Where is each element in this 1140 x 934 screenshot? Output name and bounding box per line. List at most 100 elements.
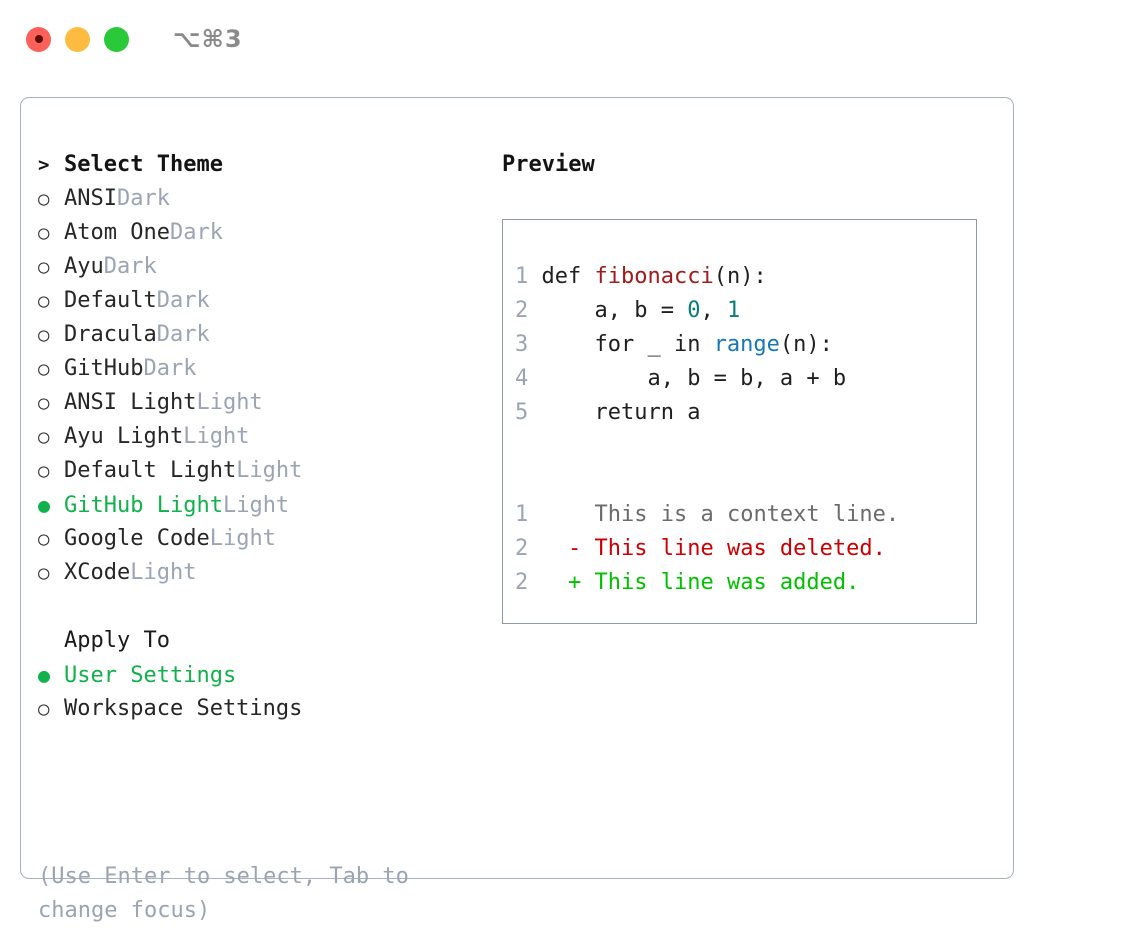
code-line-text: a, b = 0, 1 [541, 298, 741, 323]
diff-line-text: This line was added. [594, 570, 860, 595]
theme-option-label: Ayu [64, 254, 104, 279]
theme-option-default-dark[interactable]: ○ DefaultDark [38, 284, 468, 318]
code-line: 1 def fibonacci(n): [515, 260, 976, 294]
spacer [515, 430, 976, 464]
function-name-token: fibonacci [594, 264, 714, 289]
code-line: 2 a, b = 0, 1 [515, 294, 976, 328]
theme-option-google-code-light[interactable]: ○ Google CodeLight [38, 522, 468, 556]
diff-sign: + [568, 570, 582, 595]
diff-line-text: This is a context line. [594, 502, 900, 527]
radio-unselected-icon: ○ [38, 222, 50, 244]
radio-unselected-icon: ○ [38, 528, 50, 550]
radio-unselected-icon: ○ [38, 562, 50, 584]
theme-option-tag: Dark [156, 288, 210, 313]
preview-column: Preview 1 def fibonacci(n): 2 a, b = 0, … [502, 148, 977, 624]
theme-option-tag: Light [130, 560, 197, 585]
diff-line-number: 1 [515, 502, 529, 527]
radio-unselected-icon: ○ [38, 358, 50, 380]
code-line-number: 3 [515, 332, 529, 357]
code-line-number: 1 [515, 264, 529, 289]
theme-option-github-dark[interactable]: ○ GitHubDark [38, 352, 468, 386]
preview-title: Preview [502, 152, 595, 177]
theme-option-tag: Dark [143, 356, 197, 381]
apply-to-option-label: Workspace Settings [64, 696, 303, 721]
spacer-marker: ○ [38, 624, 64, 658]
code-line-text: def fibonacci(n): [541, 264, 767, 289]
keyboard-hint-line-1: (Use Enter to select, Tab to [38, 864, 409, 889]
theme-option-tag: Light [222, 493, 290, 518]
code-line: 5 return a [515, 396, 976, 430]
radio-unselected-icon: ○ [38, 698, 50, 720]
diff-line-number: 2 [515, 570, 529, 595]
radio-unselected-icon: ○ [38, 188, 50, 210]
theme-option-label: Google Code [64, 526, 210, 551]
preview-box: 1 def fibonacci(n): 2 a, b = 0, 1 3 for … [502, 219, 977, 624]
keyboard-hint-line-2: change focus) [38, 898, 211, 923]
code-line-number: 2 [515, 298, 529, 323]
code-line: 4 a, b = b, a + b [515, 362, 976, 396]
diff-sign: - [568, 536, 582, 561]
number-token: 0 [687, 298, 701, 323]
radio-unselected-icon: ○ [38, 290, 50, 312]
theme-selector-column: >Select Theme ○ANSIDark ○Atom OneDark ○A… [38, 148, 468, 726]
theme-option-atom-one-dark[interactable]: ○Atom OneDark [38, 216, 468, 250]
apply-to-option-workspace-settings[interactable]: ○ Workspace Settings [38, 692, 468, 726]
theme-option-ansi-light[interactable]: ○ANSI LightLight [38, 386, 468, 420]
diff-line-deleted: 2 - This line was deleted. [515, 532, 976, 566]
code-line-text: for _ in range(n): [541, 332, 833, 357]
theme-option-label: Default [64, 288, 157, 313]
radio-unselected-icon: ○ [38, 256, 50, 278]
theme-option-ayu-dark[interactable]: ○ AyuDark [38, 250, 468, 284]
theme-option-tag: Dark [156, 322, 210, 347]
traffic-light-group [26, 26, 129, 52]
theme-option-tag: Light [196, 390, 263, 415]
close-window-button[interactable] [26, 26, 51, 52]
window-title: ⌥⌘3 [173, 25, 243, 53]
theme-option-label: XCode [64, 560, 131, 585]
theme-option-tag: Dark [103, 254, 157, 279]
radio-selected-icon: ● [38, 663, 51, 687]
diff-line-text: This line was deleted. [594, 536, 886, 561]
title-bar: ⌥⌘3 [0, 0, 1140, 78]
diff-sign [568, 502, 581, 527]
theme-option-label: GitHub Light [64, 493, 223, 518]
diff-line-context: 1 This is a context line. [515, 498, 976, 532]
spacer [515, 464, 976, 498]
apply-to-option-label: User Settings [64, 663, 237, 688]
theme-option-dracula-dark[interactable]: ○ DraculaDark [38, 318, 468, 352]
diff-line-number: 2 [515, 536, 529, 561]
code-line-text: return a [541, 400, 701, 425]
code-line-number: 4 [515, 366, 529, 391]
keyboard-hint: (Use Enter to select, Tab to change focu… [38, 860, 458, 928]
diff-line-added: 2 + This line was added. [515, 566, 976, 600]
apply-to-header: ○Apply To [38, 624, 468, 658]
radio-unselected-icon: ○ [38, 324, 50, 346]
builtin-call-token: range [713, 332, 780, 357]
apply-to-header-label: Apply To [64, 628, 170, 653]
maximize-window-button[interactable] [104, 26, 129, 52]
theme-option-label: ANSI [64, 186, 117, 211]
select-theme-header-label: Select Theme [64, 152, 223, 177]
theme-option-label: Default Light [64, 458, 237, 483]
theme-option-label: GitHub [64, 356, 144, 381]
theme-option-default-light[interactable]: ○Default LightLight [38, 454, 468, 488]
theme-option-tag: Light [209, 526, 276, 551]
number-token: 1 [726, 298, 741, 323]
theme-option-tag: Light [183, 424, 250, 449]
apply-to-option-user-settings[interactable]: ● User Settings [38, 658, 468, 692]
theme-option-ansi-dark[interactable]: ○ ANSIDark [38, 182, 468, 216]
theme-option-xcode-light[interactable]: ○ XCodeLight [38, 556, 468, 590]
code-line: 3 for _ in range(n): [515, 328, 976, 362]
spacer [38, 590, 468, 624]
theme-option-github-light[interactable]: ● GitHub LightLight [38, 488, 468, 522]
minimize-window-button[interactable] [65, 26, 90, 52]
theme-option-tag: Dark [116, 186, 170, 211]
code-line-number: 5 [515, 400, 529, 425]
theme-option-label: Dracula [64, 322, 157, 347]
main-panel: >Select Theme ○ANSIDark ○Atom OneDark ○A… [20, 97, 1014, 923]
theme-option-ayu-light[interactable]: ○Ayu LightLight [38, 420, 468, 454]
radio-selected-icon: ● [38, 493, 51, 517]
radio-unselected-icon: ○ [38, 460, 50, 482]
radio-unselected-icon: ○ [38, 392, 50, 414]
